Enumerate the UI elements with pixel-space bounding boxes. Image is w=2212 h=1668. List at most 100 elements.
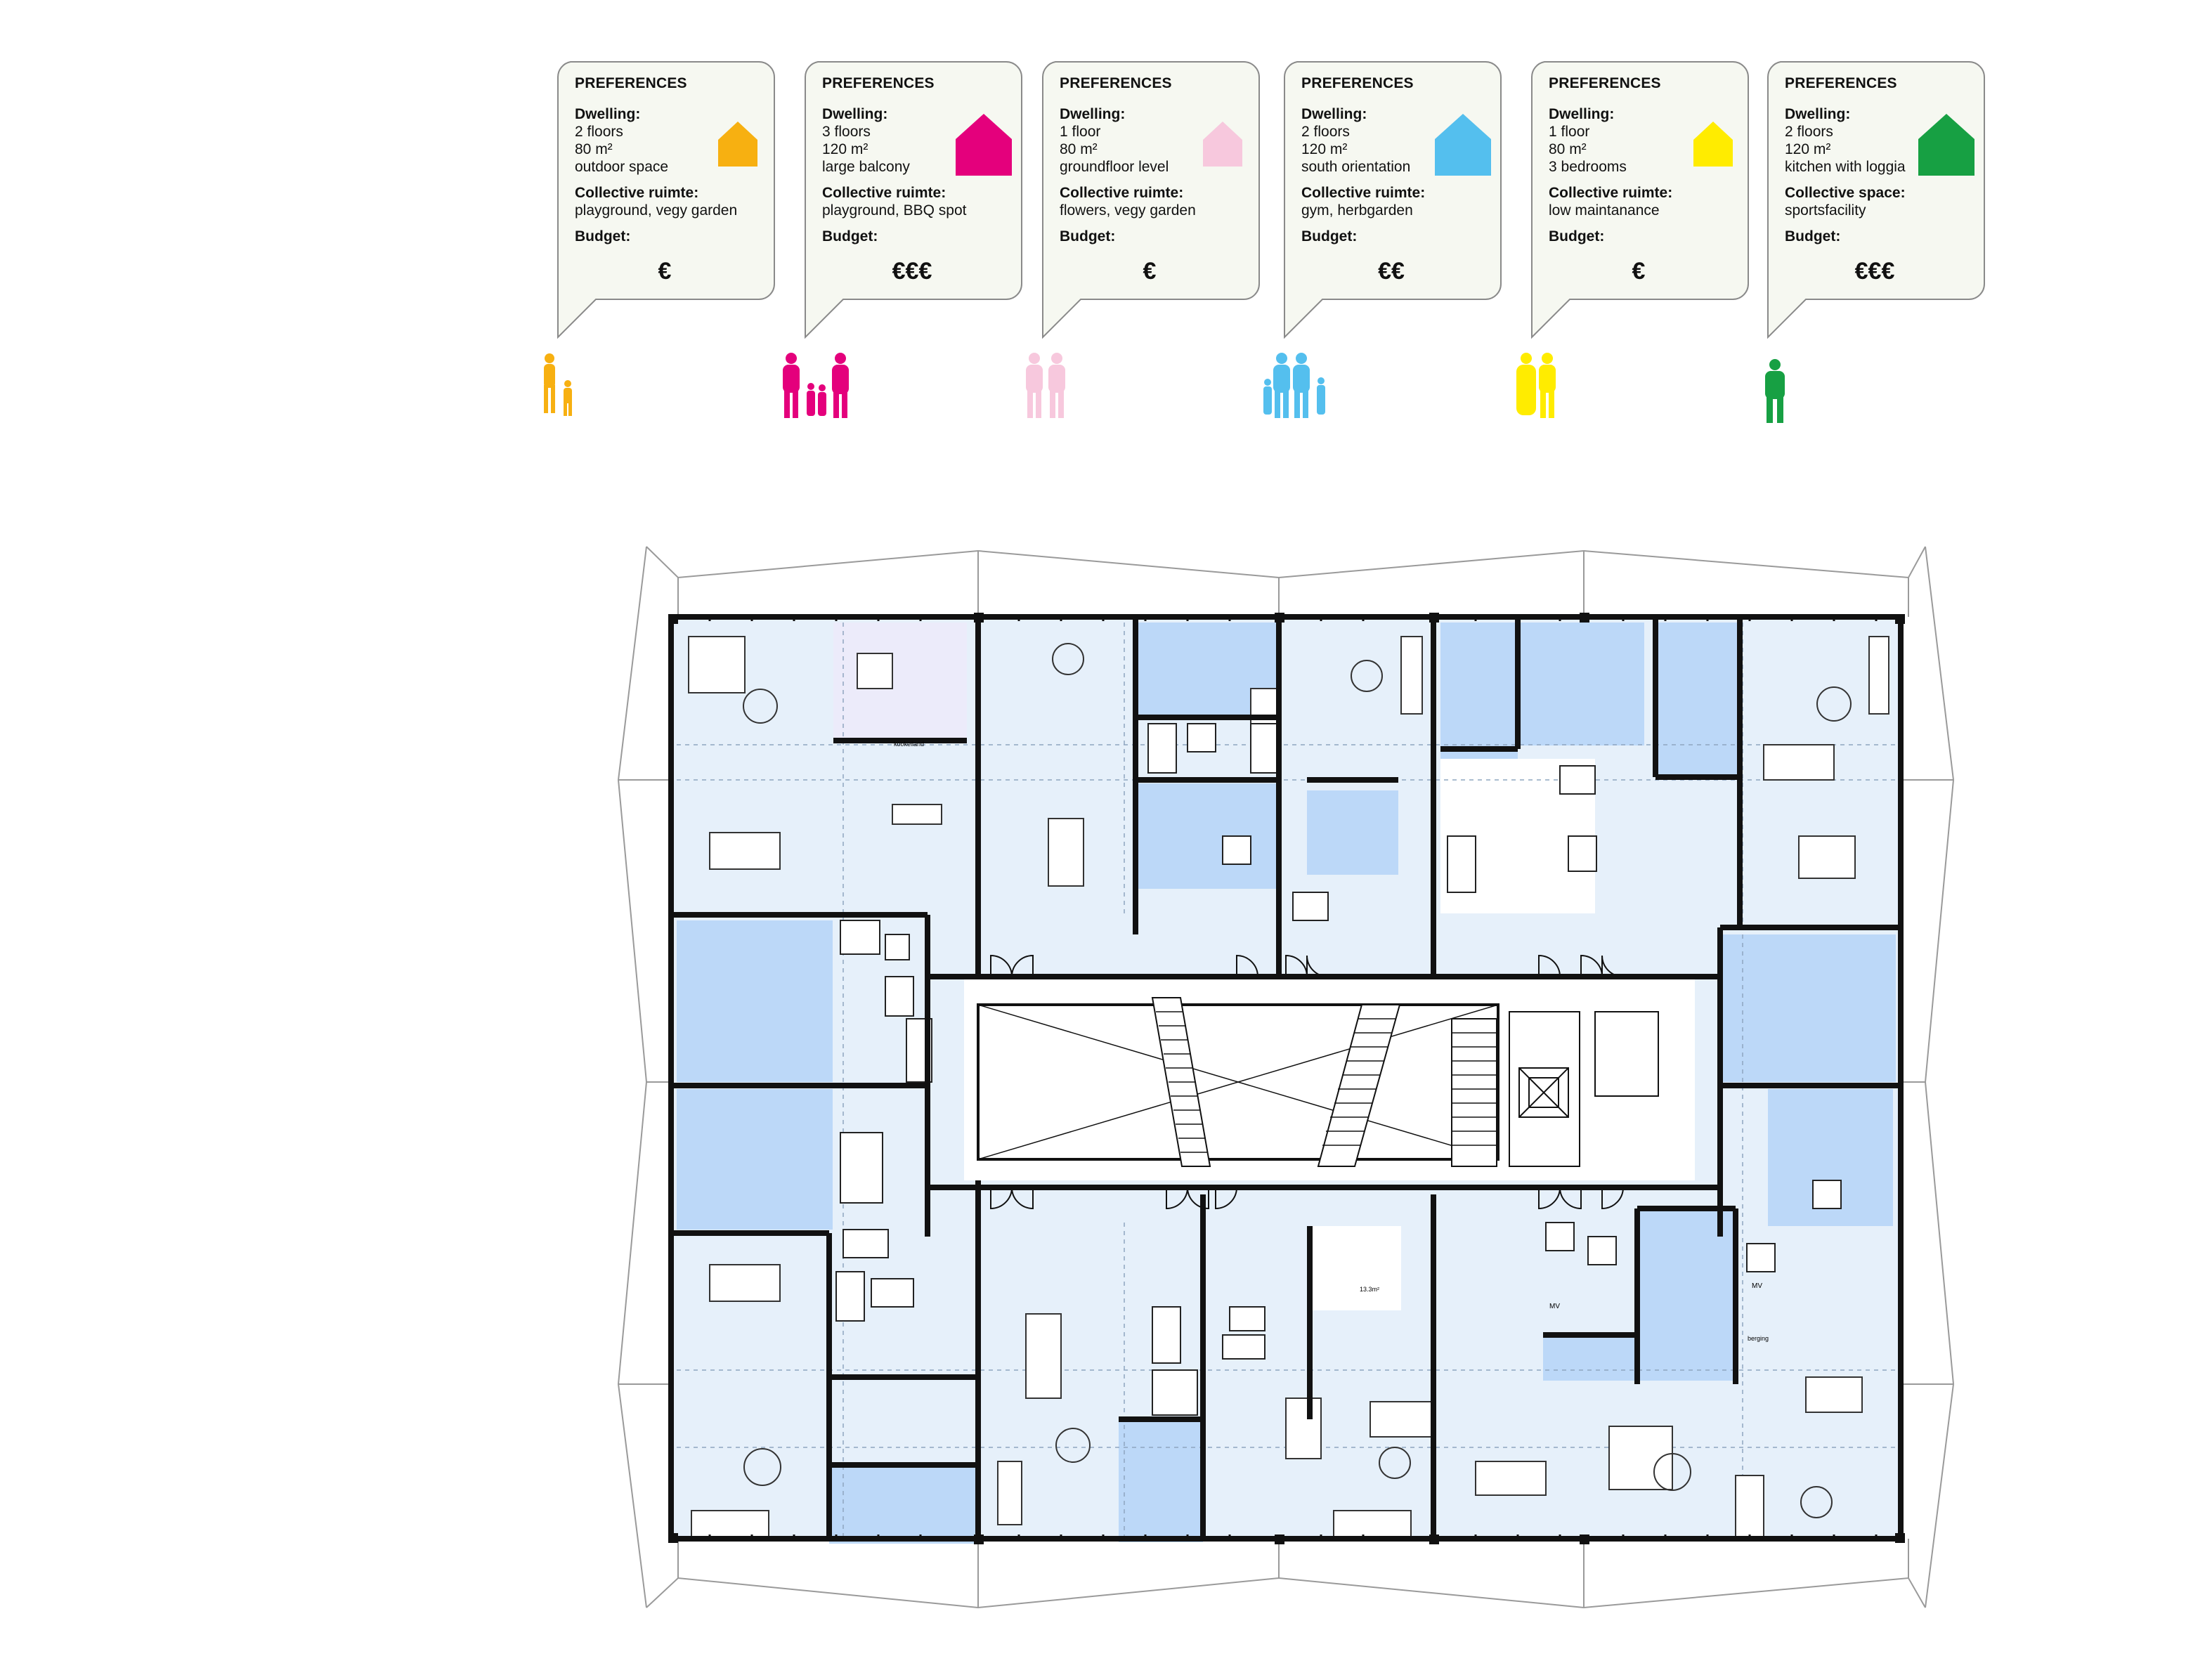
- dwelling-feature: groundfloor level: [1060, 159, 1169, 175]
- collective-value: playground, vegy garden: [575, 202, 738, 219]
- house-icon: [1693, 122, 1733, 167]
- bedroom-c: [829, 1465, 978, 1544]
- dining-table: [1025, 1313, 1062, 1399]
- room-o: [1310, 1226, 1401, 1310]
- sofa: [1333, 1510, 1412, 1539]
- dining-table: [709, 832, 781, 870]
- house-icon: [1203, 122, 1242, 167]
- dwelling-area: 120 m²: [1785, 141, 1831, 157]
- sofa: [688, 636, 746, 693]
- budget-value: €: [1143, 258, 1157, 285]
- dwelling-floors: 2 floors: [1785, 124, 1833, 140]
- parent-child-figures-icon: [544, 353, 572, 416]
- budget-label: Budget:: [1060, 228, 1116, 245]
- atrium-void: [977, 1003, 1499, 1161]
- sofa: [1608, 1426, 1673, 1490]
- collective-value: flowers, vegy garden: [1060, 202, 1196, 219]
- sofa: [691, 1510, 769, 1539]
- bathroom-fixtures: [835, 723, 1842, 1416]
- dwelling-feature: large balcony: [822, 159, 910, 175]
- collective-value: gym, herbgarden: [1301, 202, 1413, 219]
- preference-card-2: PREFERENCES Dwelling: 3 floors 120 m² la…: [807, 62, 1017, 301]
- dwelling-area: 80 m²: [1549, 141, 1587, 157]
- bedroom-m: [1543, 1335, 1641, 1381]
- corridor-doors: [990, 954, 1624, 1210]
- collective-label: Collective space:: [1785, 185, 1906, 201]
- preference-card-3: PREFERENCES Dwelling: 1 floor 80 m² grou…: [1044, 62, 1255, 301]
- balcony-outline: [617, 546, 1955, 1609]
- dwelling-feature: south orientation: [1301, 159, 1411, 175]
- stair-flights: [1151, 997, 1659, 1167]
- collective-label: Collective ruimte:: [575, 185, 699, 201]
- dwelling-area: 120 m²: [822, 141, 868, 157]
- window-mullions: [708, 614, 1878, 1542]
- bedroom-j: [1720, 934, 1896, 1082]
- dwelling-feature: 3 bedrooms: [1549, 159, 1627, 175]
- furniture: [688, 636, 1889, 1539]
- collective-label: Collective ruimte:: [1060, 185, 1184, 201]
- budget-label: Budget:: [1301, 228, 1358, 245]
- bedroom-b: [677, 1089, 833, 1230]
- dwelling-floors: 3 floors: [822, 124, 871, 140]
- berging-label: berging: [1748, 1335, 1769, 1342]
- budget-value: €€: [1378, 258, 1405, 285]
- couple-figures-icon: [1026, 353, 1065, 418]
- rugs: [743, 643, 1852, 1518]
- card-heading: PREFERENCES: [1060, 75, 1172, 91]
- sofa: [997, 1461, 1022, 1525]
- collective-value: sportsfacility: [1785, 202, 1866, 219]
- bedroom-e: [1136, 783, 1276, 889]
- house-icon: [1435, 114, 1491, 176]
- kitchen-island: [1285, 1397, 1322, 1459]
- elevator-icon: [1518, 1067, 1569, 1118]
- dwelling-feature: outdoor space: [575, 159, 669, 175]
- sofa: [1400, 636, 1423, 715]
- preference-card-4: PREFERENCES Dwelling: 2 floors 120 m² so…: [1286, 62, 1497, 301]
- budget-value: €€€: [892, 258, 932, 285]
- walls: [668, 614, 1904, 1542]
- budget-label: Budget:: [575, 228, 631, 245]
- dining-table: [1475, 1461, 1547, 1496]
- house-icon: [1918, 114, 1974, 176]
- family-figures-icon: [783, 353, 849, 418]
- dwelling-floors: 1 floor: [1060, 124, 1101, 140]
- bedroom-n: [1119, 1419, 1203, 1542]
- kitchen-island: [1798, 835, 1856, 879]
- house-icon: [956, 114, 1012, 176]
- sofa: [1735, 1475, 1764, 1539]
- dining-table: [1370, 1401, 1434, 1438]
- single-figure-icon: [1765, 359, 1785, 423]
- facade-columns: [668, 613, 1905, 1544]
- kitchen-island: [857, 653, 893, 689]
- budget-value: €: [1632, 258, 1646, 285]
- budget-label: Budget:: [822, 228, 878, 245]
- dwelling-label: Dwelling:: [1060, 106, 1126, 122]
- card-heading: PREFERENCES: [575, 75, 687, 91]
- card-heading: PREFERENCES: [1785, 75, 1897, 91]
- dwelling-area: 80 m²: [1060, 141, 1098, 157]
- card-heading: PREFERENCES: [1301, 75, 1414, 91]
- preference-card-6: PREFERENCES Dwelling: 2 floors 120 m² ki…: [1769, 62, 1980, 301]
- dwelling-feature: kitchen with loggia: [1785, 159, 1906, 175]
- dwelling-floors: 2 floors: [1301, 124, 1350, 140]
- bedroom-f: [1307, 790, 1398, 875]
- collective-label: Collective ruimte:: [822, 185, 946, 201]
- dwelling-floors: 1 floor: [1549, 124, 1590, 140]
- budget-label: Budget:: [1785, 228, 1841, 245]
- bedroom-h: [1518, 623, 1644, 745]
- dining-table: [1805, 1376, 1863, 1413]
- bubble-outline-5: [1530, 61, 1749, 339]
- dwelling-area: 80 m²: [575, 141, 613, 157]
- card-heading: PREFERENCES: [1549, 75, 1661, 91]
- dwelling-floors: 2 floors: [575, 124, 623, 140]
- bedroom-a: [677, 920, 833, 1082]
- budget-value: €: [658, 258, 672, 285]
- bedroom-l: [1637, 1208, 1736, 1381]
- mv-label-2: MV: [1752, 1282, 1762, 1290]
- dwelling-label: Dwelling:: [1785, 106, 1851, 122]
- collective-label: Collective ruimte:: [1549, 185, 1673, 201]
- bubble-outline-3: [1041, 61, 1260, 339]
- stair-treads: [1156, 1011, 1497, 1153]
